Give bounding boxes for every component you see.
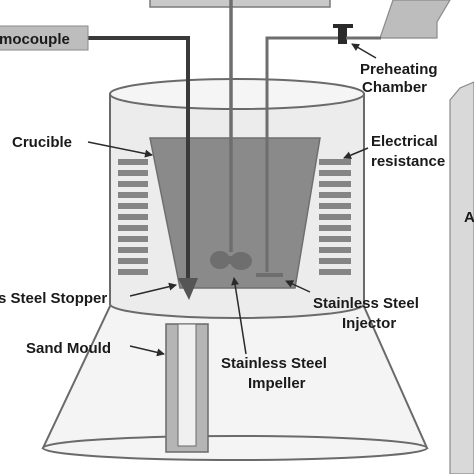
crucible-label: Crucible [12,134,72,151]
edge-letter: A [464,209,474,226]
heater-bar [319,214,351,220]
heater-bar [118,269,148,275]
preheating-label-line2: Chamber [362,79,427,96]
electrical-label-line2: resistance [371,153,445,170]
drive-housing [149,0,331,8]
injector-arrow [285,280,311,293]
heater-bar [319,247,351,253]
mould-channel [165,323,209,453]
heater-bar [319,192,351,198]
impeller-arrow [231,277,247,355]
heater-bar [319,258,351,264]
impeller-label-line1: Stainless Steel [221,355,327,372]
stopper-tip [178,278,198,300]
t-valve-icon [333,24,353,44]
heater-bar [118,225,148,231]
heater-bar [319,269,351,275]
heater-bar [118,236,148,242]
thermocouple-label: mocouple [0,31,70,48]
injector-pipe [265,36,346,272]
preheating-label-line1: Preheating [360,61,438,78]
heater-bar [319,203,351,209]
heater-bar [118,170,148,176]
heater-bar [319,225,351,231]
preheating-chamber [379,0,451,39]
thermocouple-wire [88,36,190,282]
pointer-arrow-icon [87,43,377,357]
heater-bar [118,159,148,165]
crucible [149,137,321,289]
impeller-label-line2: Impeller [248,375,306,392]
heater-bar [319,159,351,165]
heater-bar [319,236,351,242]
heater-bars-left [118,159,148,275]
sand-mould-arrow [129,345,165,357]
electrical-arrow [343,147,369,159]
heater-bar [118,258,148,264]
stopper-arrow [129,282,177,297]
heater-bar [118,181,148,187]
sand-mould-cone [41,301,429,461]
heater-bars-right [319,159,351,275]
heater-bar [319,170,351,176]
electrical-label-line1: Electrical [371,133,438,150]
injector-label-line2: Injector [342,315,396,332]
impeller-blades [210,251,252,270]
heater-bar [118,214,148,220]
heater-bar [118,192,148,198]
preheating-arrow [351,43,377,59]
heater-bar [319,181,351,187]
stopper-label: s Steel Stopper [0,290,107,307]
heater-bar [118,203,148,209]
injector-label-line1: Stainless Steel [313,295,419,312]
crucible-arrow [87,141,153,158]
heater-bar [118,247,148,253]
right-side-panel [449,81,474,474]
thermocouple-label-box [0,25,89,51]
sand-mould-label: Sand Mould [26,340,111,357]
